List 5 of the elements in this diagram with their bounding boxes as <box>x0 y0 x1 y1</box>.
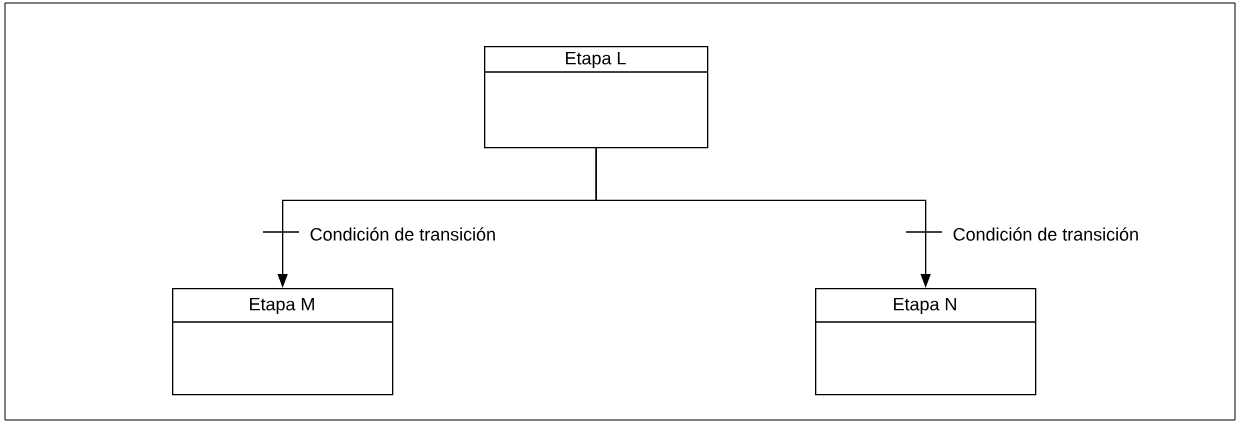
step-box: Etapa L <box>483 46 709 149</box>
edge-label: Condición de transición <box>951 226 1141 242</box>
step-box: Etapa N <box>814 288 1037 396</box>
edge-label: Condición de transición <box>308 226 498 242</box>
step-box: Etapa M <box>171 288 394 396</box>
